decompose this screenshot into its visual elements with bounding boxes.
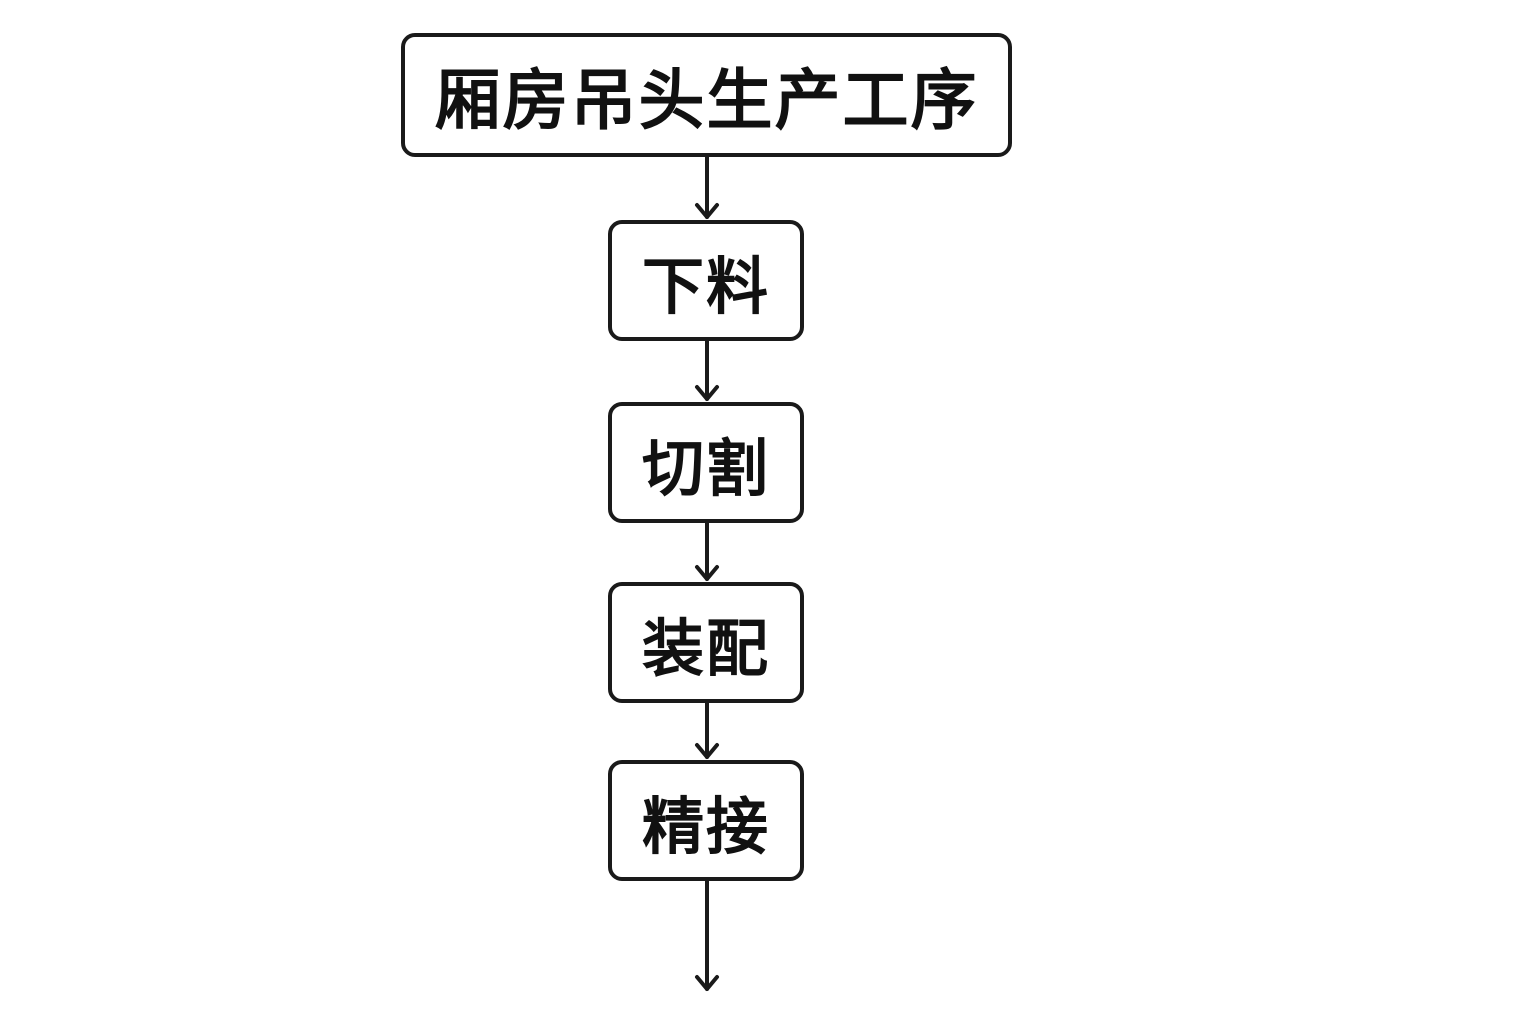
step-label: 精接 — [641, 789, 770, 863]
step-label: 切割 — [641, 431, 770, 505]
step-label: 下料 — [641, 249, 770, 323]
process-title: 厢房吊头生产工序 — [434, 62, 979, 139]
arrow-title-to-step-1 — [695, 155, 719, 219]
process-step-cutting-material: 下料 — [608, 220, 804, 341]
arrow-step-4-out — [695, 879, 719, 991]
process-step-cutting: 切割 — [608, 402, 804, 523]
process-step-fine-joining: 精接 — [608, 760, 804, 881]
step-label: 装配 — [641, 611, 770, 685]
arrow-step-1-to-step-2 — [695, 339, 719, 401]
process-title-box: 厢房吊头生产工序 — [401, 33, 1012, 157]
process-step-assembly: 装配 — [608, 582, 804, 703]
arrow-step-2-to-step-3 — [695, 521, 719, 581]
arrow-step-3-to-step-4 — [695, 701, 719, 759]
